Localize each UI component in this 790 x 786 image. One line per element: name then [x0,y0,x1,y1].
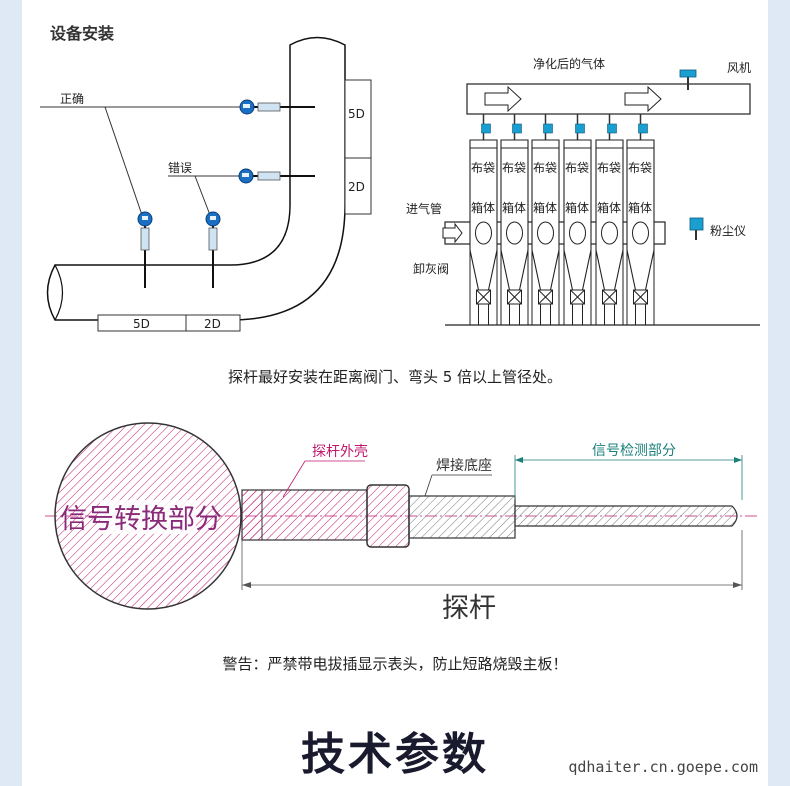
label-ash-valve: 卸灰阀 [413,261,449,276]
box-label: 箱体 [628,200,652,215]
bag-inlet-ellipse [632,221,649,245]
weld-base [408,495,516,539]
bag-inlet-ellipse [569,221,586,245]
bag-label: 布袋 [471,161,495,175]
sensor-upper [239,99,315,115]
label-probe-shell: 探杆外壳 [312,443,368,460]
bag-inlet-ellipse [506,221,523,245]
probe-shell [241,489,368,541]
label-dust-meter: 粉尘仪 [710,224,746,238]
label-wrong: 错误 [168,161,192,175]
warning-text: 警告：严禁带电拔插显示表头，防止短路烧毁主板！ [222,655,568,673]
box-label: 箱体 [502,200,526,215]
bag-sensor-icon [481,123,491,134]
bag-label: 布袋 [565,161,589,175]
box-label: 箱体 [565,200,589,215]
website-watermark: qdhaiter.cn.goepe.com [568,758,758,776]
dim-2d-horizontal-box [185,314,241,332]
bag-inlet-ellipse [475,221,492,245]
sensor-horizontal-right [205,211,221,288]
weld-nut [366,484,410,548]
label-fan: 风机 [727,61,751,75]
bag-inlet-ellipse [601,221,618,245]
bag-sensor-icon [607,123,617,134]
flow-arrow-2 [624,85,662,113]
dim-5d-vertical-box [344,79,372,159]
flow-arrow-1 [484,85,522,113]
section-title: 设备安装 [50,24,115,43]
dim-2d-horizontal: 2D [204,317,221,331]
box-label: 箱体 [597,200,621,215]
detect-rod [514,505,738,527]
dim-5d-horizontal: 5D [133,317,150,331]
bag-label: 布袋 [597,161,621,175]
label-inlet: 进气管 [406,201,442,216]
bag-inlet-ellipse [537,221,554,245]
bag-label: 布袋 [533,161,557,175]
bag-label: 布袋 [628,161,652,175]
box-label: 箱体 [471,200,495,215]
dim-2d-vertical-box [344,157,372,215]
bag-sensor-icon [543,123,553,134]
sensor-middle [238,168,315,184]
label-weld-base: 焊接底座 [436,457,492,474]
dim-5d-vertical: 5D [348,107,365,121]
label-clean-gas: 净化后的气体 [533,56,605,71]
inlet-arrow [442,222,463,244]
box-label: 箱体 [533,200,557,215]
label-probe: 探杆 [442,593,496,624]
bag-sensor-icon [638,123,648,134]
bag-sensor-icon [575,123,585,134]
sensor-horizontal-left [137,211,153,288]
label-detect-part: 信号检测部分 [592,443,676,459]
section-heading-tech-params: 技术参数 [301,729,489,780]
label-correct: 正确 [60,92,84,106]
bag-label: 布袋 [502,161,526,175]
bag-sensor-icon [512,123,522,134]
dim-2d-vertical: 2D [348,180,365,194]
label-signal-unit: 信号转换部分 [60,504,222,535]
install-caption: 探杆最好安装在距离阀门、弯头 5 倍以上管径处。 [227,368,563,386]
